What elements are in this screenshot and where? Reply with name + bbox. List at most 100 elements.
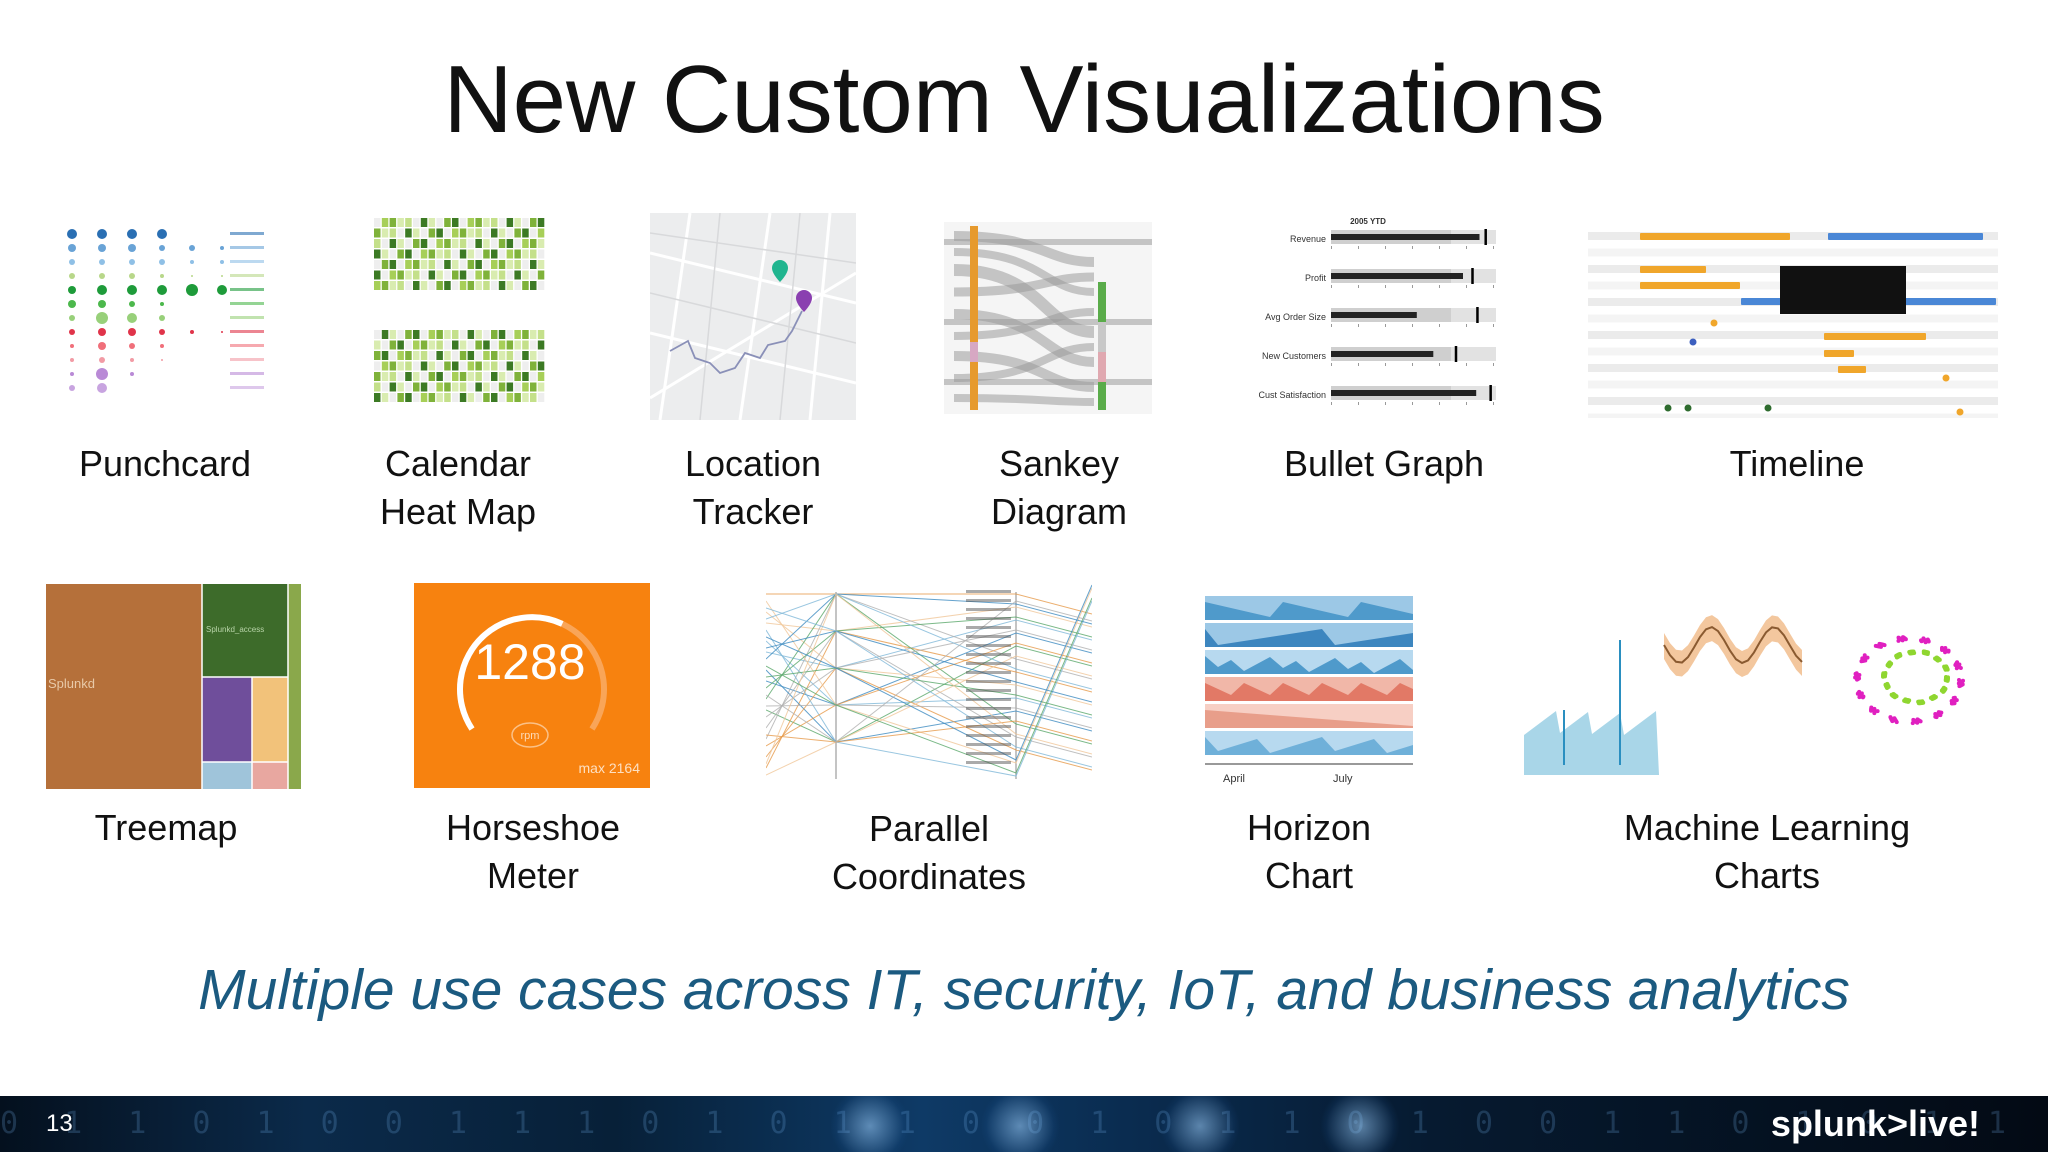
punchcard-dot <box>160 302 164 306</box>
calendar-cell <box>522 260 529 269</box>
horizon-area <box>1205 737 1413 755</box>
timeline-row <box>1588 347 1998 356</box>
parallel-axis-label <box>966 626 1011 629</box>
bullet-tick <box>1358 363 1359 366</box>
calendar-cell <box>420 270 428 280</box>
splunk-live-logo: splunk>live! <box>1770 1103 1980 1144</box>
horizon-label-line2: Chart <box>1264 855 1354 896</box>
calendar-cell <box>397 372 404 381</box>
calendar-cell <box>506 361 514 371</box>
calendar-cell <box>381 270 389 280</box>
bullet-tick <box>1439 324 1440 327</box>
bullet-tick <box>1439 402 1440 405</box>
calendar-cell <box>444 372 451 381</box>
calendar-cell <box>405 340 412 350</box>
calendar-cell <box>405 351 412 360</box>
punchcard-dot <box>186 284 198 296</box>
calendar-cell <box>444 393 451 402</box>
parallel-axis-label <box>966 725 1011 728</box>
calendar-cell <box>506 260 514 269</box>
binary-pattern-decoration: 0 1 1 0 1 0 0 1 1 1 0 1 0 1 1 0 0 1 0 1 … <box>0 1106 2048 1141</box>
bullet-target <box>1476 307 1479 323</box>
bullet-tick <box>1412 324 1413 327</box>
ml-cluster-point <box>1889 692 1894 697</box>
calendar-cell <box>405 239 412 248</box>
calendar-cell <box>467 218 475 227</box>
calendar-cell <box>483 270 490 280</box>
calendar-cell <box>452 393 459 402</box>
calendar-cell <box>530 260 537 269</box>
calendar-cell <box>389 340 397 350</box>
calendar-cell <box>428 249 436 259</box>
punchcard-row-label <box>230 358 264 361</box>
calendar-cell <box>452 340 459 350</box>
calendar-cell <box>444 249 451 259</box>
parallel-line <box>766 593 1092 765</box>
parallel-line <box>766 593 1092 615</box>
calendar-cell <box>436 249 443 259</box>
calendar-cell <box>522 239 529 248</box>
calendar-cell <box>381 260 389 269</box>
treemap-cell-main: Splunkd <box>48 676 95 691</box>
calendar-cell <box>475 281 482 290</box>
calendar-label-line1: Calendar <box>384 443 532 484</box>
punchcard-row-label <box>230 372 264 375</box>
calendar-cell <box>420 330 428 339</box>
horizon-chart-label: Horizon Chart <box>1247 804 1371 900</box>
calendar-cell <box>475 340 482 350</box>
calendar-cell <box>498 351 506 360</box>
calendar-cell <box>506 351 514 360</box>
punchcard-dot <box>220 246 224 250</box>
calendar-cell <box>452 249 459 259</box>
calendar-cell <box>467 382 475 392</box>
calendar-cell <box>452 239 459 248</box>
punchcard-dot <box>128 244 136 252</box>
calendar-cell <box>522 281 529 290</box>
calendar-cell <box>498 218 506 227</box>
calendar-cell <box>436 372 443 381</box>
calendar-cell <box>381 393 389 402</box>
ml-cluster-point <box>1910 721 1915 726</box>
calendar-cell <box>506 382 514 392</box>
parallel-line <box>766 630 1092 769</box>
calendar-cell <box>381 361 389 371</box>
bullet-tick <box>1358 285 1359 288</box>
parallel-line <box>766 642 1092 747</box>
calendar-cell <box>537 340 545 350</box>
parallel-line <box>766 593 1092 745</box>
calendar-cell <box>514 218 521 227</box>
bullet-tick <box>1439 363 1440 366</box>
parallel-label-line2: Coordinates <box>831 856 1027 897</box>
calendar-cell <box>428 260 436 269</box>
parallel-axis-label <box>966 698 1011 701</box>
sankey-label-line2: Diagram <box>990 491 1128 532</box>
calendar-cell <box>452 351 459 360</box>
treemap-label: Treemap <box>95 804 238 852</box>
slide-tagline: Multiple use cases across IT, security, … <box>198 958 1850 1022</box>
calendar-cell <box>475 393 482 402</box>
calendar-cell <box>467 361 475 371</box>
calendar-cell <box>381 249 389 259</box>
calendar-cell <box>498 372 506 381</box>
calendar-cell <box>475 260 482 269</box>
punchcard-dot <box>161 359 163 361</box>
punchcard-thumbnail <box>60 210 270 415</box>
horseshoe-label-line2: Meter <box>486 855 580 896</box>
calendar-cell <box>374 372 381 381</box>
calendar-cell <box>467 372 475 381</box>
calendar-cell <box>397 361 404 371</box>
calendar-cell <box>436 351 443 360</box>
calendar-cell <box>506 239 514 248</box>
ml-cluster-point <box>1887 660 1892 665</box>
punchcard-dot <box>68 300 76 308</box>
calendar-cell <box>475 361 482 371</box>
calendar-cell <box>436 218 443 227</box>
calendar-cell <box>444 281 451 290</box>
calendar-cell <box>506 340 514 350</box>
calendar-cell <box>405 249 412 259</box>
parallel-line <box>766 629 1092 718</box>
calendar-cell <box>428 330 436 339</box>
calendar-label-line2: Heat Map <box>379 491 537 532</box>
calendar-cell <box>483 361 490 371</box>
calendar-cell <box>459 281 467 290</box>
